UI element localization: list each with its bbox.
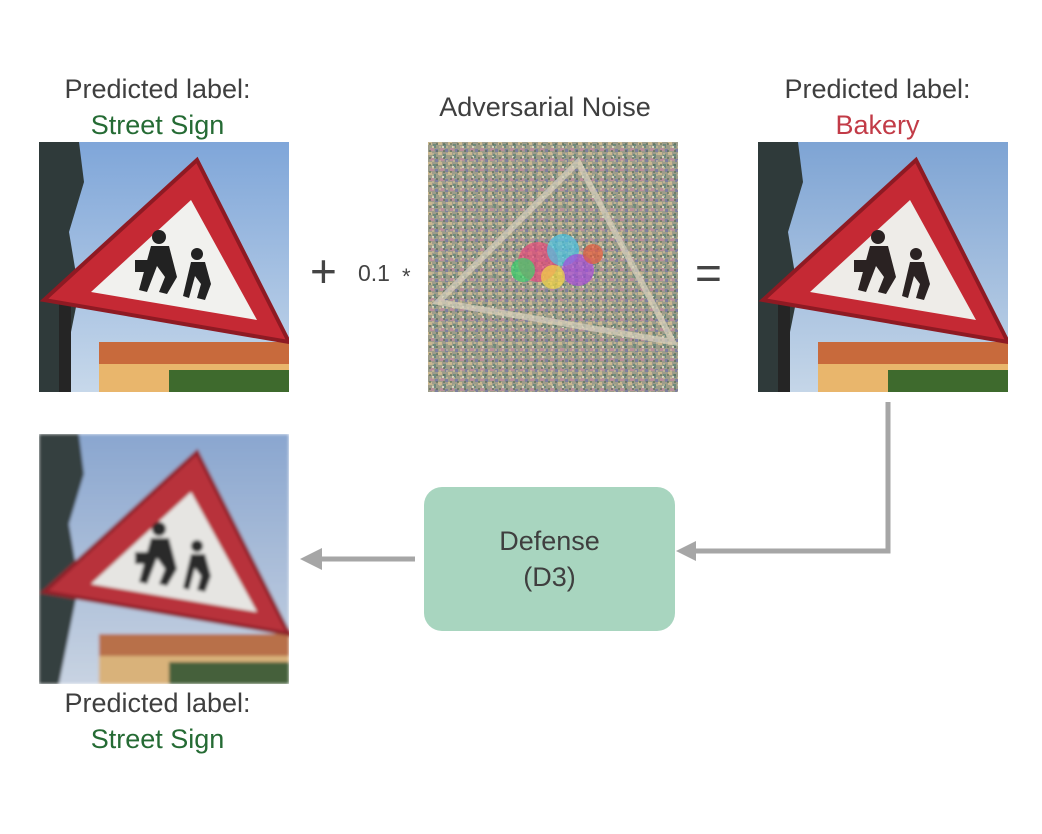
plus-operator: +: [310, 245, 337, 297]
defense-box: Defense (D3): [424, 487, 675, 631]
street-sign-photo-icon: [39, 142, 289, 392]
arrow-left-head: [300, 548, 322, 570]
street-sign-photo-icon: [758, 142, 1008, 392]
adversarial-image: [758, 142, 1008, 392]
defended-heading: Predicted label:: [64, 688, 251, 718]
arrow-elbow-icon: [692, 402, 891, 554]
adversarial-heading: Predicted label:: [784, 74, 971, 104]
defended-image: [39, 434, 289, 684]
noise-pattern-icon: [428, 142, 678, 392]
defended-label: Street Sign: [90, 724, 225, 754]
original-heading: Predicted label:: [64, 74, 251, 104]
original-label: Street Sign: [90, 110, 225, 140]
times-operator: *: [402, 264, 411, 289]
noise-heading: Adversarial Noise: [439, 92, 651, 122]
adversarial-label: Bakery: [835, 110, 920, 140]
defense-title: Defense: [499, 526, 600, 556]
scale-factor: 0.1: [358, 260, 390, 286]
defense-subtitle: (D3): [523, 562, 576, 592]
original-image: [39, 142, 289, 392]
equals-operator: =: [695, 247, 722, 299]
street-sign-photo-icon: [39, 434, 289, 684]
arrow-elbow-head: [676, 541, 696, 561]
noise-image: [428, 142, 678, 392]
